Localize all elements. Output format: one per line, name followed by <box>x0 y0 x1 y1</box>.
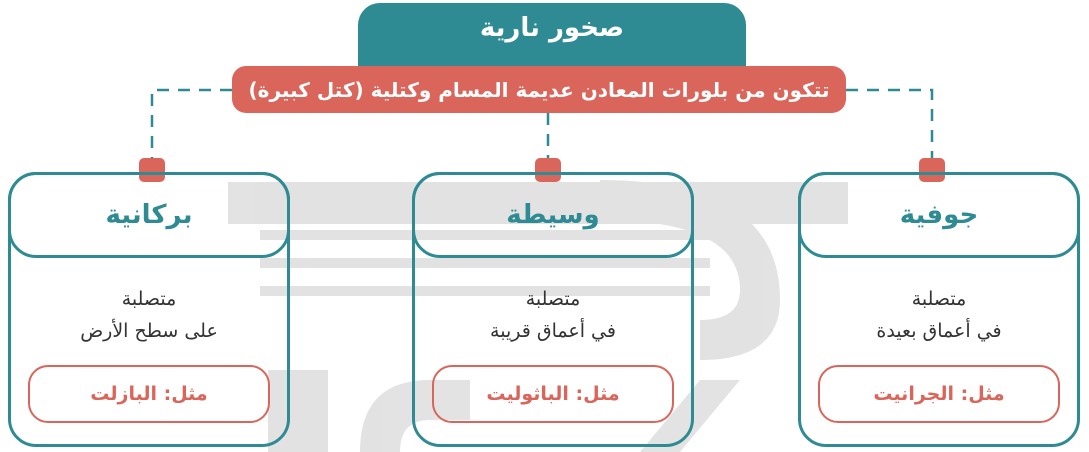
description-box: تتكون من بلورات المعادن عديمة المسام وكت… <box>232 66 846 113</box>
volcanic-description: متصلبة على سطح الأرض <box>11 283 287 347</box>
volcanic-example: مثل: البازلت <box>90 383 208 405</box>
volcanic-line2: على سطح الأرض <box>80 320 218 342</box>
connector-node-volcanic <box>139 158 165 182</box>
diagram-description: تتكون من بلورات المعادن عديمة المسام وكت… <box>248 77 830 102</box>
intermediate-card: وسيطة متصلبة في أعماق قريبة مثل: الباثول… <box>412 172 694 447</box>
volcanic-heading: بركانية <box>105 200 193 230</box>
plutonic-line2: في أعماق بعيدة <box>876 320 1002 342</box>
volcanic-line1: متصلبة <box>121 288 177 310</box>
intermediate-line2: في أعماق قريبة <box>490 320 616 342</box>
intermediate-description: متصلبة في أعماق قريبة <box>415 283 691 347</box>
plutonic-line1: متصلبة <box>911 288 967 310</box>
volcanic-card: بركانية متصلبة على سطح الأرض مثل: البازل… <box>8 172 290 447</box>
plutonic-description: متصلبة في أعماق بعيدة <box>801 283 1077 347</box>
intermediate-heading-box: وسيطة <box>412 172 694 258</box>
plutonic-card: جوفية متصلبة في أعماق بعيدة مثل: الجراني… <box>798 172 1080 447</box>
connector-node-intermediate <box>535 158 561 182</box>
volcanic-heading-box: بركانية <box>8 172 290 258</box>
intermediate-heading: وسيطة <box>506 200 600 230</box>
plutonic-example: مثل: الجرانيت <box>873 383 1005 405</box>
intermediate-example-box: مثل: الباثوليت <box>432 365 674 423</box>
intermediate-line1: متصلبة <box>525 288 581 310</box>
intermediate-example: مثل: الباثوليت <box>486 383 620 405</box>
connector-node-plutonic <box>919 158 945 182</box>
diagram-title: صخور نارية <box>479 13 625 43</box>
plutonic-example-box: مثل: الجرانيت <box>818 365 1060 423</box>
volcanic-example-box: مثل: البازلت <box>28 365 270 423</box>
plutonic-heading: جوفية <box>899 200 979 230</box>
plutonic-heading-box: جوفية <box>798 172 1080 258</box>
title-box: صخور نارية <box>358 3 746 69</box>
